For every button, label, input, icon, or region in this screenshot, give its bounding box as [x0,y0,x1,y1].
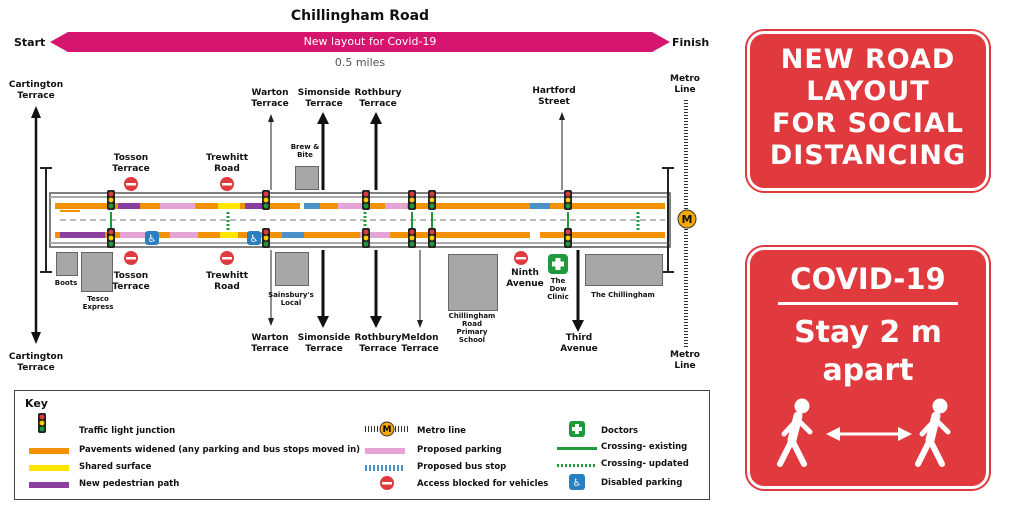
svg-text:M: M [383,425,392,435]
doctors-icon [569,421,585,437]
chillingham-label: The Chillingham [591,291,655,299]
covid-sign: COVID-19 Stay 2 m apart [750,250,986,486]
legend: Key Traffic light junction Pavements wid… [14,390,710,500]
svg-text:♿: ♿ [148,234,157,245]
covid-divider [778,302,958,305]
access-blocked-icon [380,476,394,490]
sainsburys-building [275,252,309,286]
legend-parking: Proposed parking [417,445,502,455]
legend-bus-stop: Proposed bus stop [417,462,507,472]
swatch-pavements [29,448,69,454]
legend-crossing-updated: Crossing- updated [601,459,689,469]
sign1-line2: LAYOUT [806,76,930,107]
swatch-shared [29,465,69,471]
brew-bite-building [295,166,319,190]
sign1-line4: DISTANCING [769,140,967,171]
start-label: Start [14,36,46,49]
boots-label: Boots [54,279,78,287]
metro-line-icon: M [365,421,409,437]
legend-title: Key [25,397,48,410]
covid-line1: Stay 2 m [794,315,942,350]
svg-text:♿: ♿ [573,478,582,489]
legend-disabled: Disabled parking [601,478,683,488]
legend-traffic-light: Traffic light junction [79,426,176,436]
legend-access: Access blocked for vehicles [417,479,549,489]
social-distancing-sign: NEW ROAD LAYOUT FOR SOCIAL DISTANCING [750,34,986,188]
finish-label: Finish [672,36,710,49]
boots-building [56,252,78,276]
banner-text: New layout for Covid-19 [303,35,437,48]
sign1-line3: FOR SOCIAL [772,108,964,139]
covid-heading: COVID-19 [790,262,946,296]
svg-text:M: M [682,213,693,226]
traffic-lights [107,190,572,248]
swatch-crossing-existing [557,447,597,450]
legend-metro: Metro line [417,426,466,436]
school-building [448,254,498,311]
legend-ped-path: New pedestrian path [79,479,180,489]
banner-arrow [50,32,670,52]
brew-bite-label: Brew &Bite [290,143,320,159]
legend-crossing-existing: Crossing- existing [601,442,688,452]
swatch-crossing-updated [557,464,597,467]
disabled-parking-icon: ♿ [569,474,585,490]
map-title: Chillingham Road [290,8,430,24]
access-blocked-icons [124,177,528,265]
tesco-building [81,252,113,292]
road-map: M [31,32,697,348]
swatch-ped-path [29,482,69,488]
two-walkers-distance-icon [777,398,951,467]
sign1-line1: NEW ROAD [780,44,956,75]
swatch-parking [365,448,405,454]
covid-line2: apart [822,353,914,388]
swatch-bus-stop [365,465,405,471]
traffic-light-icon [38,413,46,433]
distance-label: 0.5 miles [334,56,386,69]
legend-shared: Shared surface [79,462,152,472]
chillingham-building [585,254,663,286]
legend-doctors: Doctors [601,426,639,436]
legend-pavements: Pavements widened (any parking and bus s… [79,445,361,455]
svg-text:♿: ♿ [250,234,259,245]
